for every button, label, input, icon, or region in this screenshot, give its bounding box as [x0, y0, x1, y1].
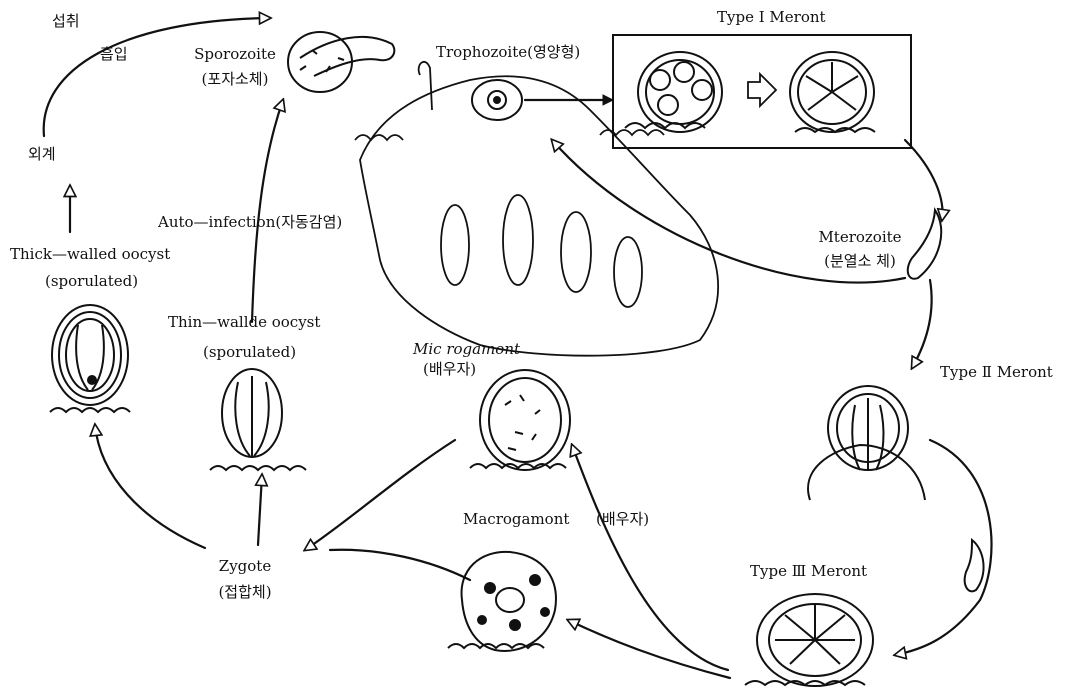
label-sporozoite: Sporozoite: [180, 45, 290, 64]
label-microgamont: Mic rogamont: [413, 340, 520, 359]
arrow-autoinfection: [252, 100, 283, 322]
label-zygote: Zygote: [205, 557, 285, 576]
label-type1-meront: Type Ⅰ Meront: [717, 8, 826, 27]
type2-meront-cell: [808, 386, 925, 500]
arrow-type3-macro: [568, 620, 730, 678]
label-zygote-ko: (접합체): [205, 583, 285, 602]
arrow-merozoite-type2: [912, 280, 932, 368]
type1-inner-arrow: [748, 74, 776, 106]
type1-meront-mature: [790, 52, 875, 132]
arrow-type2-type3: [895, 440, 992, 655]
label-thick-oocyst: Thick—walled oocyst: [10, 245, 170, 264]
label-inhale: 흡입: [100, 45, 128, 64]
label-microgamont-ko: (배우자): [423, 360, 476, 379]
label-thin-oocyst: Thin—wallde oocyst: [168, 313, 320, 332]
macrogamont-cell: [448, 552, 556, 651]
label-macrogamont: Macrogamont: [463, 510, 569, 529]
arrow-type1-merozoite: [905, 140, 943, 220]
thin-walled-oocyst: [210, 369, 306, 470]
label-merozoite: Mterozoite: [805, 228, 915, 247]
sporozoite-cell: [288, 32, 394, 92]
intestinal-villus: [355, 62, 718, 356]
label-type3-meront: Type Ⅲ Meront: [750, 562, 867, 581]
label-external: 외계: [28, 145, 56, 164]
arrow-micro-zygote: [305, 440, 455, 550]
merozoite-free: [965, 540, 984, 591]
label-thin-sporulated: (sporulated): [203, 343, 296, 362]
label-trophozoite: Trophozoite(영양형): [436, 43, 580, 62]
label-merozoite-ko: (분열소 체): [805, 252, 915, 271]
thick-walled-oocyst: [50, 305, 130, 412]
arrow-type3-micro: [572, 445, 728, 670]
trophozoite-cell: [472, 80, 522, 120]
label-sporozoite-ko: (포자소체): [180, 70, 290, 89]
type3-meront-cell: [745, 594, 873, 686]
label-autoinfection: Auto—infection(자동감염): [158, 213, 342, 232]
type1-meront-cell: [625, 52, 722, 132]
arrow-zygote-thick: [95, 425, 205, 548]
label-macrogamont-ko: (배우자): [596, 510, 649, 529]
arrow-macro-zygote: [330, 550, 470, 580]
label-thick-sporulated: (sporulated): [45, 272, 138, 291]
label-type2-meront: Type Ⅱ Meront: [940, 363, 1053, 382]
arrow-zygote-thin: [258, 475, 262, 545]
microgamont-cell: [470, 370, 570, 470]
label-intake: 섭취: [52, 12, 80, 31]
